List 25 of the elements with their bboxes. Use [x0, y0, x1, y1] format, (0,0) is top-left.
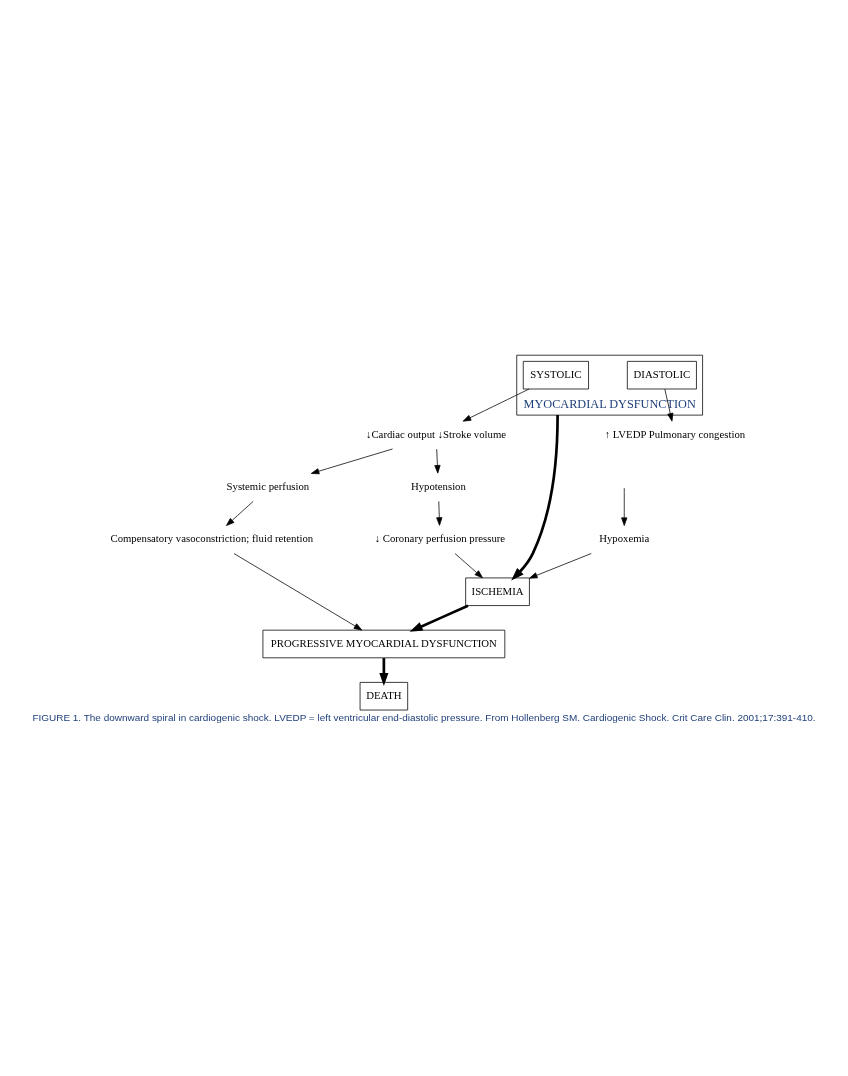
node-text: ↓Cardiac output ↓Stroke volume: [366, 427, 507, 440]
arrow: [226, 501, 254, 526]
arrow: [409, 604, 469, 632]
arrow: [462, 388, 530, 422]
node-box: SYSTOLIC: [522, 360, 589, 390]
caption: FIGURE 1. The downward spiral in cardiogenic shock. LVEDP = left ventricular end-diastolic pressure. From Hollenberg SM. Cardiogenic Shock. Crit Care Clin. 2001;17:391-410.: [32, 712, 816, 724]
node-text: Compensatory vasoconstriction; fluid retention: [110, 532, 314, 545]
arrow: [529, 553, 592, 579]
node-text: Hypotension: [410, 480, 466, 493]
arrow: [434, 448, 441, 474]
node-box: PROGRESSIVE MYOCARDIAL DYSFUNCTION: [262, 629, 506, 659]
node-text: ↑ LVEDP Pulmonary congestion: [604, 427, 746, 440]
arrow: [621, 487, 628, 526]
node-text: Systemic perfusion: [226, 480, 310, 493]
node-text: ↓ Coronary perfusion pressure: [374, 532, 506, 545]
arrow: [310, 448, 393, 475]
arrow: [233, 553, 363, 631]
arrow: [454, 553, 483, 579]
arrow: [664, 388, 674, 422]
node-box: DEATH: [359, 682, 409, 711]
arrow: [436, 501, 443, 526]
node-box: ISCHEMIA: [465, 577, 530, 606]
node-box: DIASTOLIC: [626, 360, 697, 390]
node-text: Hypoxemia: [599, 532, 650, 545]
arrow: [511, 415, 559, 581]
